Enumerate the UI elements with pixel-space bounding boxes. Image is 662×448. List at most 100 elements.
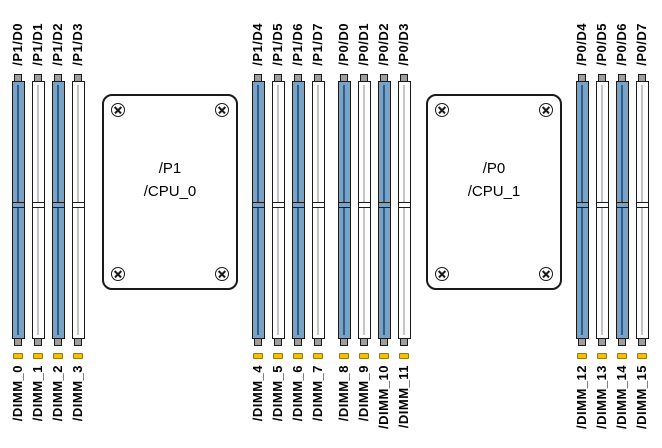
dimm-column: /P1/D7 /DIMM_7	[310, 2, 326, 445]
cpu-block-cpu0: /P1 /CPU_0	[102, 94, 238, 290]
dimm-slot	[311, 74, 325, 346]
dimm-slot-body	[251, 81, 265, 339]
cpu-label: /P1 /CPU_0	[144, 157, 197, 204]
dimm-column: /P0/D1 /DIMM_9	[356, 2, 372, 445]
dimm-slot	[31, 74, 45, 346]
ejector-tab-bottom	[14, 338, 22, 346]
cpu-label: /P0 /CPU_1	[468, 157, 521, 204]
dimm-slot-body	[615, 81, 629, 339]
dimm-top-label: /P1/D2	[50, 23, 65, 66]
dimm-group-left: /P1/D0 /DIMM_0 /P1/D1 /DIMM_1 /P1/D2 /DI…	[10, 2, 86, 445]
dimm-top-label: /P0/D5	[594, 23, 609, 66]
ejector-tab-bottom	[74, 338, 82, 346]
fault-led	[13, 353, 23, 359]
screw-icon	[111, 103, 125, 117]
dimm-top-label: /P0/D4	[574, 23, 589, 66]
dimm-slot-body	[51, 81, 65, 339]
dimm-top-label: /P0/D7	[634, 23, 649, 66]
dimm-bottom-label: /DIMM_13	[594, 365, 609, 429]
dimm-column: /P0/D6 /DIMM_14	[614, 2, 630, 445]
dimm-slot-body	[635, 81, 649, 339]
dimm-bottom-label: /DIMM_2	[50, 365, 65, 422]
fault-led	[73, 353, 83, 359]
fault-led	[253, 353, 263, 359]
dimm-bottom-label: /DIMM_15	[634, 365, 649, 429]
dimm-slot-body	[575, 81, 589, 339]
dimm-slot	[357, 74, 371, 346]
dimm-column: /P1/D5 /DIMM_5	[270, 2, 286, 445]
dimm-top-label: /P0/D3	[396, 23, 411, 66]
screw-icon	[539, 267, 553, 281]
dimm-column: /P0/D7 /DIMM_15	[634, 2, 650, 445]
dimm-slot	[251, 74, 265, 346]
dimm-top-label: /P1/D5	[270, 23, 285, 66]
dimm-top-label: /P1/D1	[30, 23, 45, 66]
screw-icon	[539, 103, 553, 117]
fault-led	[577, 353, 587, 359]
dimm-slot	[337, 74, 351, 346]
dimm-group-right: /P0/D4 /DIMM_12 /P0/D5 /DIMM_13 /P0/D6 /…	[574, 2, 650, 445]
dimm-slot	[615, 74, 629, 346]
ejector-tab-bottom	[34, 338, 42, 346]
dimm-bottom-label: /DIMM_6	[290, 365, 305, 422]
dimm-slot-body	[397, 81, 411, 339]
ejector-tab-bottom	[618, 338, 626, 346]
dimm-bottom-label: /DIMM_3	[70, 365, 85, 422]
dimm-slot	[71, 74, 85, 346]
dimm-top-label: /P0/D6	[614, 23, 629, 66]
dimm-column: /P1/D0 /DIMM_0	[10, 2, 26, 445]
dimm-slot-body	[11, 81, 25, 339]
fault-led	[33, 353, 43, 359]
dimm-slot-body	[291, 81, 305, 339]
ejector-tab-bottom	[360, 338, 368, 346]
ejector-tab-bottom	[638, 338, 646, 346]
dimm-bottom-label: /DIMM_11	[396, 365, 411, 429]
dimm-slot	[635, 74, 649, 346]
dimm-bottom-label: /DIMM_14	[614, 365, 629, 429]
dimm-slot	[11, 74, 25, 346]
fault-led	[273, 353, 283, 359]
dimm-slot-body	[71, 81, 85, 339]
dimm-column: /P0/D5 /DIMM_13	[594, 2, 610, 445]
ejector-tab-bottom	[380, 338, 388, 346]
fault-led	[379, 353, 389, 359]
dimm-top-label: /P1/D7	[310, 23, 325, 66]
dimm-slot-body	[271, 81, 285, 339]
dimm-bottom-label: /DIMM_0	[10, 365, 25, 422]
ejector-tab-bottom	[598, 338, 606, 346]
dimm-top-label: /P1/D6	[290, 23, 305, 66]
fault-led	[313, 353, 323, 359]
screw-icon	[435, 267, 449, 281]
ejector-tab-bottom	[578, 338, 586, 346]
dimm-column: /P0/D0 /DIMM_8	[336, 2, 352, 445]
dimm-slot-body	[337, 81, 351, 339]
dimm-top-label: /P1/D0	[10, 23, 25, 66]
cpu-name: /P1	[158, 159, 182, 177]
dimm-slot	[575, 74, 589, 346]
dimm-column: /P1/D1 /DIMM_1	[30, 2, 46, 445]
dimm-slot	[595, 74, 609, 346]
dimm-bottom-label: /DIMM_5	[270, 365, 285, 422]
cpu-block-cpu1: /P0 /CPU_1	[426, 94, 562, 290]
dimm-column: /P0/D2 /DIMM_10	[376, 2, 392, 445]
dimm-column: /P1/D3 /DIMM_3	[70, 2, 86, 445]
dimm-column: /P1/D6 /DIMM_6	[290, 2, 306, 445]
fault-led	[637, 353, 647, 359]
ejector-tab-bottom	[274, 338, 282, 346]
ejector-tab-bottom	[254, 338, 262, 346]
dimm-slot	[51, 74, 65, 346]
dimm-bottom-label: /DIMM_8	[336, 365, 351, 422]
dimm-bottom-label: /DIMM_12	[574, 365, 589, 429]
dimm-top-label: /P1/D4	[250, 23, 265, 66]
screw-icon	[111, 267, 125, 281]
dimm-bottom-label: /DIMM_7	[310, 365, 325, 422]
ejector-tab-bottom	[54, 338, 62, 346]
dimm-bottom-label: /DIMM_10	[376, 365, 391, 429]
dimm-column: /P1/D4 /DIMM_4	[250, 2, 266, 445]
screw-icon	[435, 103, 449, 117]
screw-icon	[215, 103, 229, 117]
ejector-tab-bottom	[400, 338, 408, 346]
fault-led	[617, 353, 627, 359]
screw-icon	[215, 267, 229, 281]
